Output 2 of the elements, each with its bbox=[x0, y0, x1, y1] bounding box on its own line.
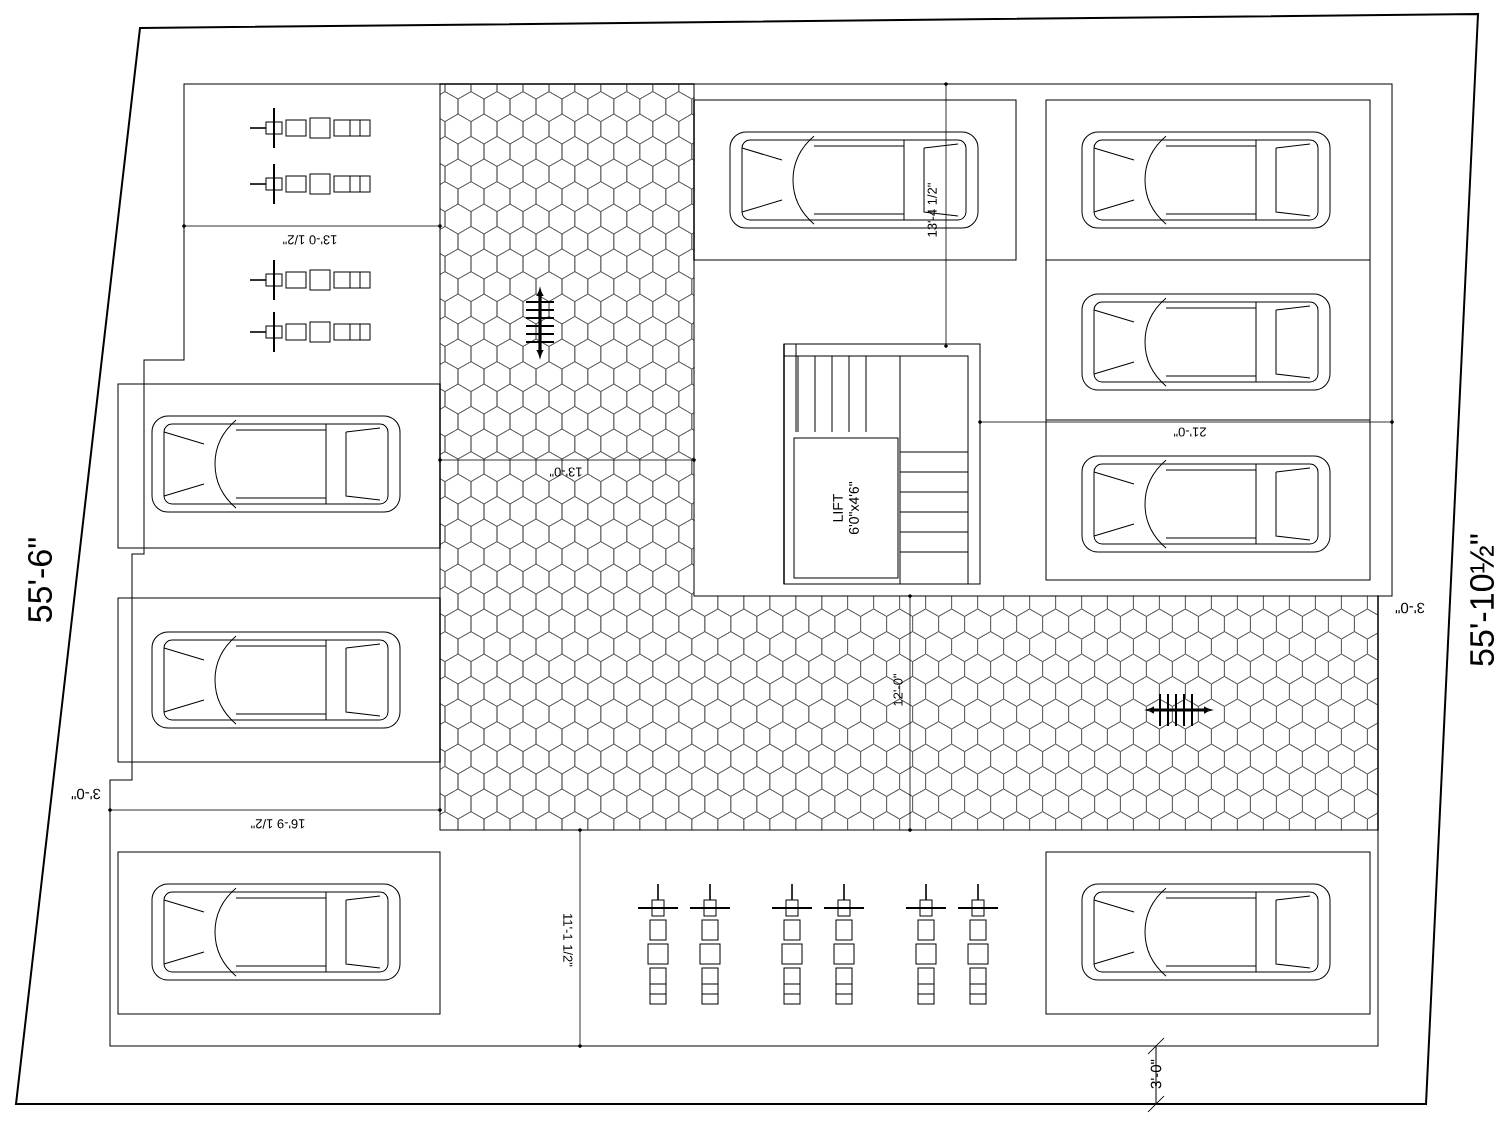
plot-dimension-label: 55'-6" bbox=[27, 538, 53, 622]
plot-dimension-label: 55'-10½" bbox=[1469, 534, 1495, 666]
